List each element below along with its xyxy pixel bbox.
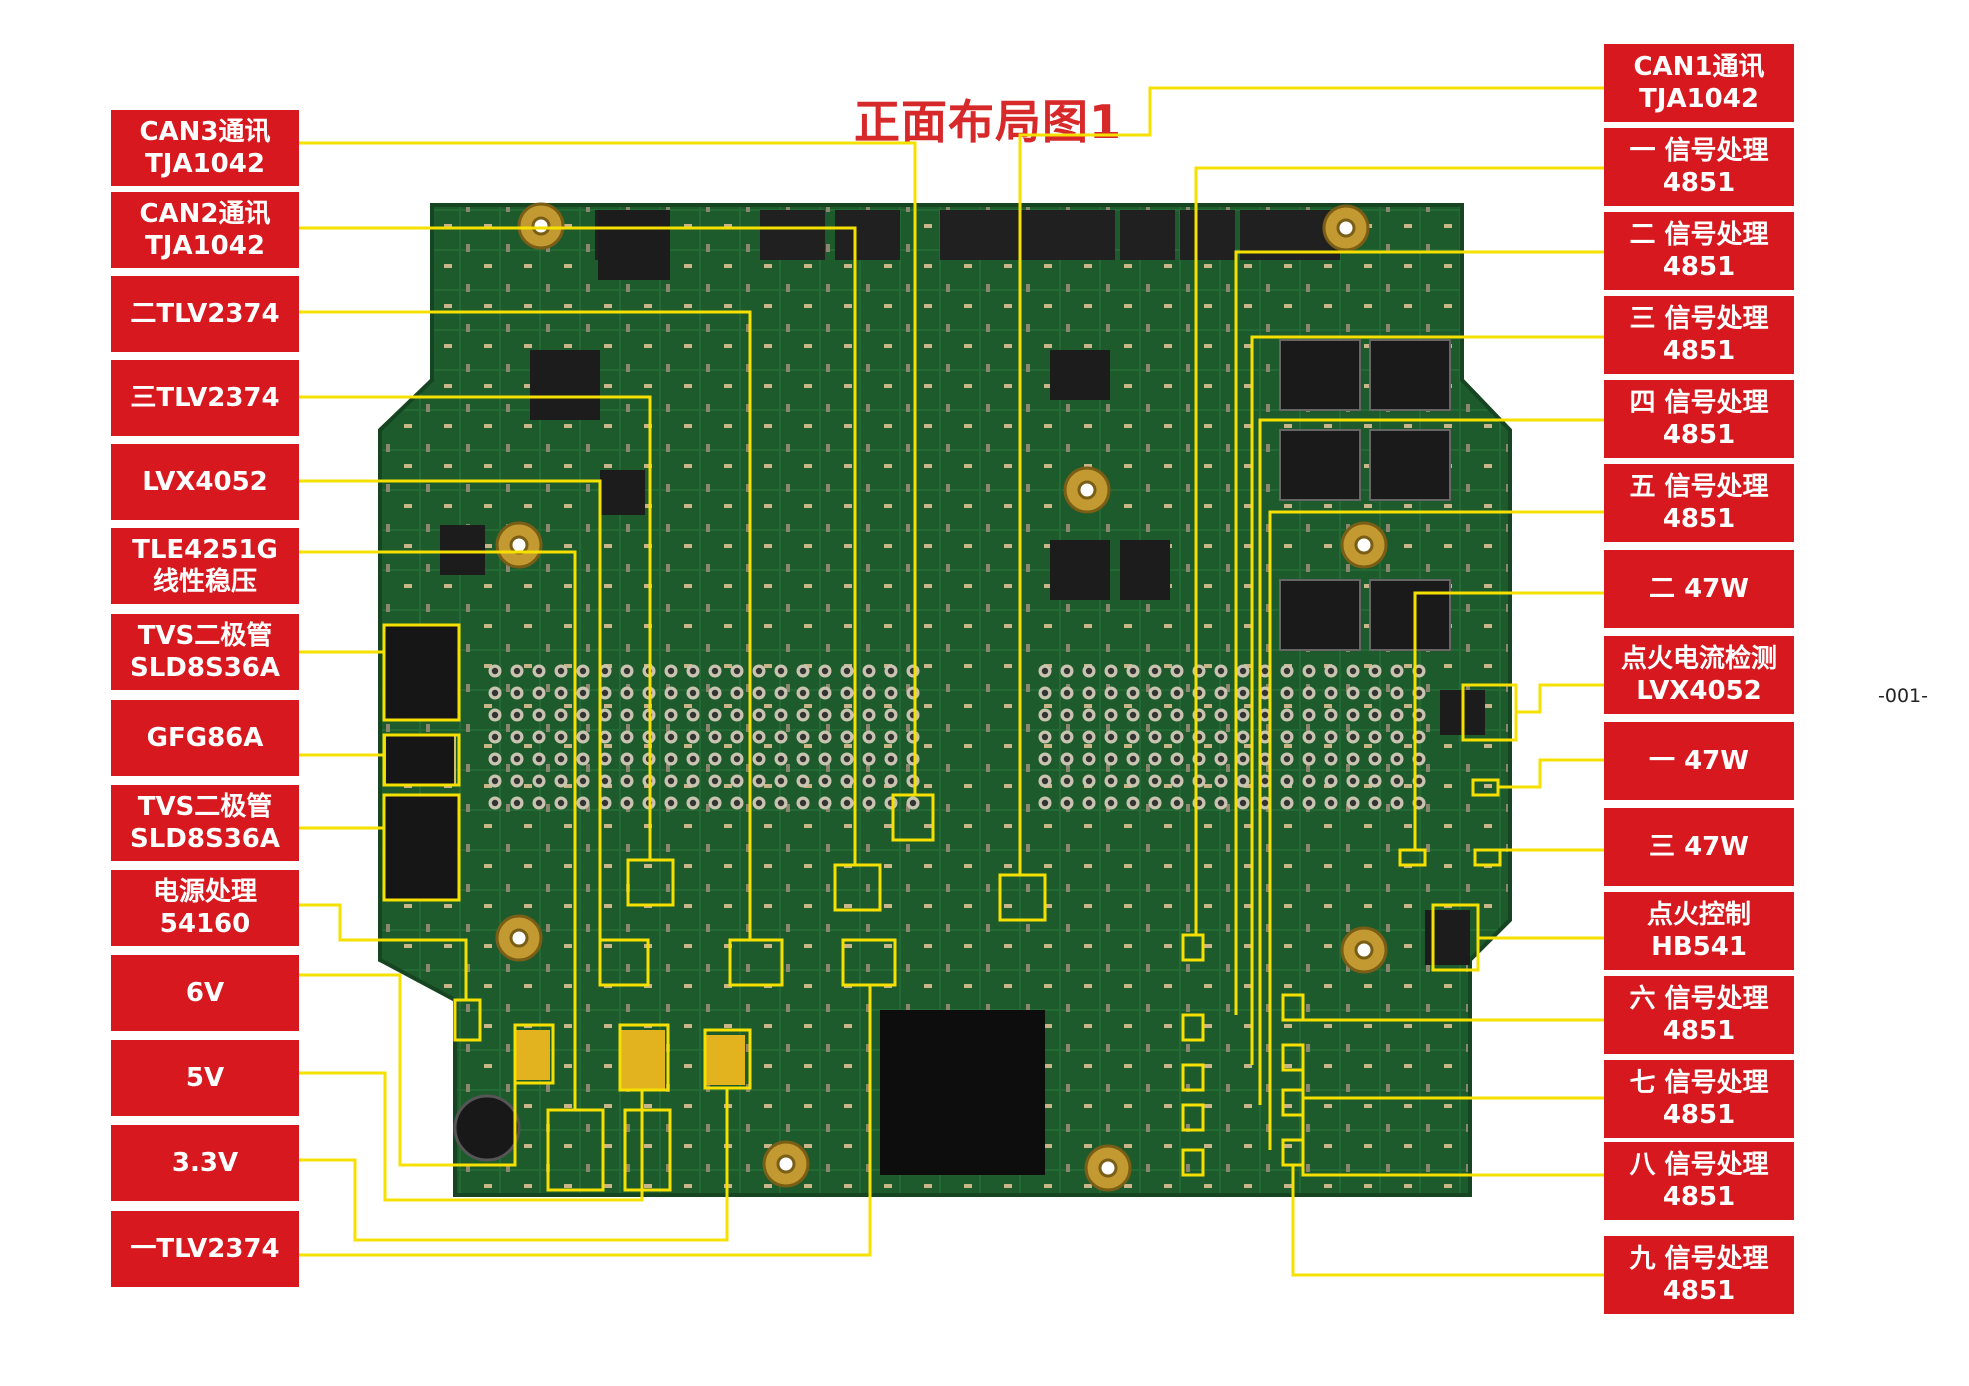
label-6v: 6V [111, 955, 299, 1031]
tantalum-caps [515, 1030, 745, 1090]
label-line: 一TLV2374 [130, 1234, 280, 1264]
label-line: 五 信号处理 [1629, 472, 1769, 502]
label-signal-9: 九 信号处理 4851 [1604, 1236, 1794, 1314]
label-47w-1: 一 47W [1604, 722, 1794, 800]
label-ignition-current-lvx4052: 点火电流检测 LVX4052 [1604, 636, 1794, 714]
via-grid-left [480, 660, 920, 810]
label-line: 4851 [1662, 504, 1736, 534]
label-line: 6V [185, 978, 225, 1008]
label-tlv2374-2: 二TLV2374 [111, 276, 299, 352]
label-line: 54160 [159, 909, 251, 939]
label-line: CAN2通讯 [139, 199, 271, 229]
label-line: GFG86A [146, 723, 264, 753]
label-line: 六 信号处理 [1629, 984, 1769, 1014]
label-signal-2: 二 信号处理 4851 [1604, 212, 1794, 290]
label-line: 点火控制 [1646, 900, 1751, 930]
label-line: 线性稳压 [152, 567, 257, 597]
label-line: 电源处理 [152, 877, 257, 907]
label-lvx4052: LVX4052 [111, 444, 299, 520]
label-line: 三 信号处理 [1629, 304, 1769, 334]
label-tvs-2: TVS二极管 SLD8S36A [111, 785, 299, 861]
label-can1: CAN1通讯 TJA1042 [1604, 44, 1794, 122]
label-line: 5V [185, 1063, 225, 1093]
label-power-54160: 电源处理 54160 [111, 870, 299, 946]
label-signal-7: 七 信号处理 4851 [1604, 1060, 1794, 1138]
label-line: 4851 [1662, 420, 1736, 450]
tvs-diodes [383, 624, 460, 901]
label-signal-3: 三 信号处理 4851 [1604, 296, 1794, 374]
label-signal-4: 四 信号处理 4851 [1604, 380, 1794, 458]
label-line: 4851 [1662, 1016, 1736, 1046]
label-line: 二TLV2374 [130, 299, 280, 329]
page-number: -001- [1878, 685, 1928, 707]
label-line: 点火电流检测 [1620, 644, 1777, 674]
label-line: 4851 [1662, 1276, 1736, 1306]
label-3v3: 3.3V [111, 1125, 299, 1201]
label-signal-6: 六 信号处理 4851 [1604, 976, 1794, 1054]
label-line: 二 信号处理 [1629, 220, 1769, 250]
label-line: SLD8S36A [130, 653, 280, 683]
label-line: 四 信号处理 [1629, 388, 1769, 418]
label-line: TVS二极管 [137, 792, 273, 822]
mosfet-row [595, 210, 1340, 260]
pcb-outline [378, 203, 1512, 1197]
label-5v: 5V [111, 1040, 299, 1116]
leader-lines [297, 86, 1604, 1277]
label-line: 4851 [1662, 336, 1736, 366]
label-line: SLD8S36A [130, 824, 280, 854]
label-signal-1: 一 信号处理 4851 [1604, 128, 1794, 206]
inductor [453, 1094, 521, 1162]
label-line: 4851 [1662, 168, 1736, 198]
label-line: 4851 [1662, 1182, 1736, 1212]
label-signal-8: 八 信号处理 4851 [1604, 1142, 1794, 1220]
diagram-title: 正面布局图1 [853, 95, 1122, 149]
label-line: 二 47W [1649, 574, 1749, 604]
label-line: TLE4251G [132, 535, 278, 565]
label-line: 八 信号处理 [1629, 1150, 1769, 1180]
potted-module [880, 1010, 1045, 1175]
label-gfg86a: GFG86A [111, 700, 299, 776]
label-line: CAN3通讯 [139, 117, 271, 147]
label-ignition-control-hb541: 点火控制 HB541 [1604, 892, 1794, 970]
label-tlv2374-3: 三TLV2374 [111, 360, 299, 436]
label-line: 一 47W [1649, 746, 1749, 776]
label-tvs-1: TVS二极管 SLD8S36A [111, 614, 299, 690]
label-line: 4851 [1662, 252, 1736, 282]
label-line: HB541 [1651, 932, 1747, 962]
label-signal-5: 五 信号处理 4851 [1604, 464, 1794, 542]
label-can2: CAN2通讯 TJA1042 [111, 192, 299, 268]
label-line: CAN1通讯 [1633, 52, 1765, 82]
label-line: TJA1042 [145, 149, 265, 179]
label-47w-2: 二 47W [1604, 550, 1794, 628]
label-line: LVX4052 [142, 467, 268, 497]
label-line: LVX4052 [1636, 676, 1762, 706]
label-line: TVS二极管 [137, 621, 273, 651]
label-can3: CAN3通讯 TJA1042 [111, 110, 299, 186]
label-line: 九 信号处理 [1629, 1244, 1769, 1274]
label-47w-3: 三 47W [1604, 808, 1794, 886]
mounting-holes [495, 202, 1388, 1192]
label-line: 4851 [1662, 1100, 1736, 1130]
label-line: TJA1042 [145, 231, 265, 261]
via-grid-right [1030, 660, 1430, 810]
label-line: 3.3V [171, 1148, 239, 1178]
label-tlv2374-1: 一TLV2374 [111, 1211, 299, 1287]
label-line: TJA1042 [1639, 84, 1759, 114]
label-line: 三TLV2374 [130, 383, 280, 413]
label-line: 一 信号处理 [1629, 136, 1769, 166]
label-line: 七 信号处理 [1629, 1068, 1769, 1098]
label-line: 三 47W [1649, 832, 1749, 862]
label-tle4251g: TLE4251G 线性稳压 [111, 528, 299, 604]
